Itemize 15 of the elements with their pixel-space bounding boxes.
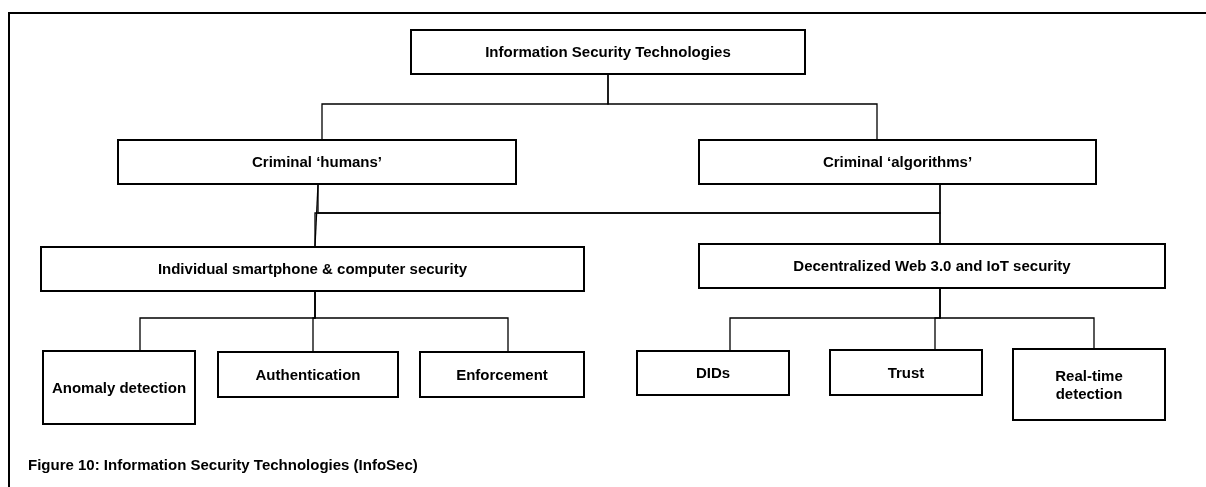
category-box: Decentralized Web 3.0 and IoT security bbox=[698, 243, 1166, 289]
figure-caption: Figure 10: Information Security Technologies (InfoSec) bbox=[28, 456, 418, 473]
connector-line bbox=[607, 74, 878, 140]
category-box: Criminal ‘humans’ bbox=[117, 139, 517, 185]
category-box: Real-time detection bbox=[1012, 348, 1166, 421]
category-box: Individual smartphone & computer security bbox=[40, 246, 585, 292]
category-box: Anomaly detection bbox=[42, 350, 196, 425]
category-box: Criminal ‘algorithms’ bbox=[698, 139, 1097, 185]
category-box: Authentication bbox=[217, 351, 399, 398]
connector-line bbox=[314, 291, 509, 352]
category-box: Trust bbox=[829, 349, 983, 396]
category-box: Enforcement bbox=[419, 351, 585, 398]
connector-line bbox=[939, 288, 1095, 349]
category-box: DIDs bbox=[636, 350, 790, 396]
category-box: Information Security Technologies bbox=[410, 29, 806, 75]
